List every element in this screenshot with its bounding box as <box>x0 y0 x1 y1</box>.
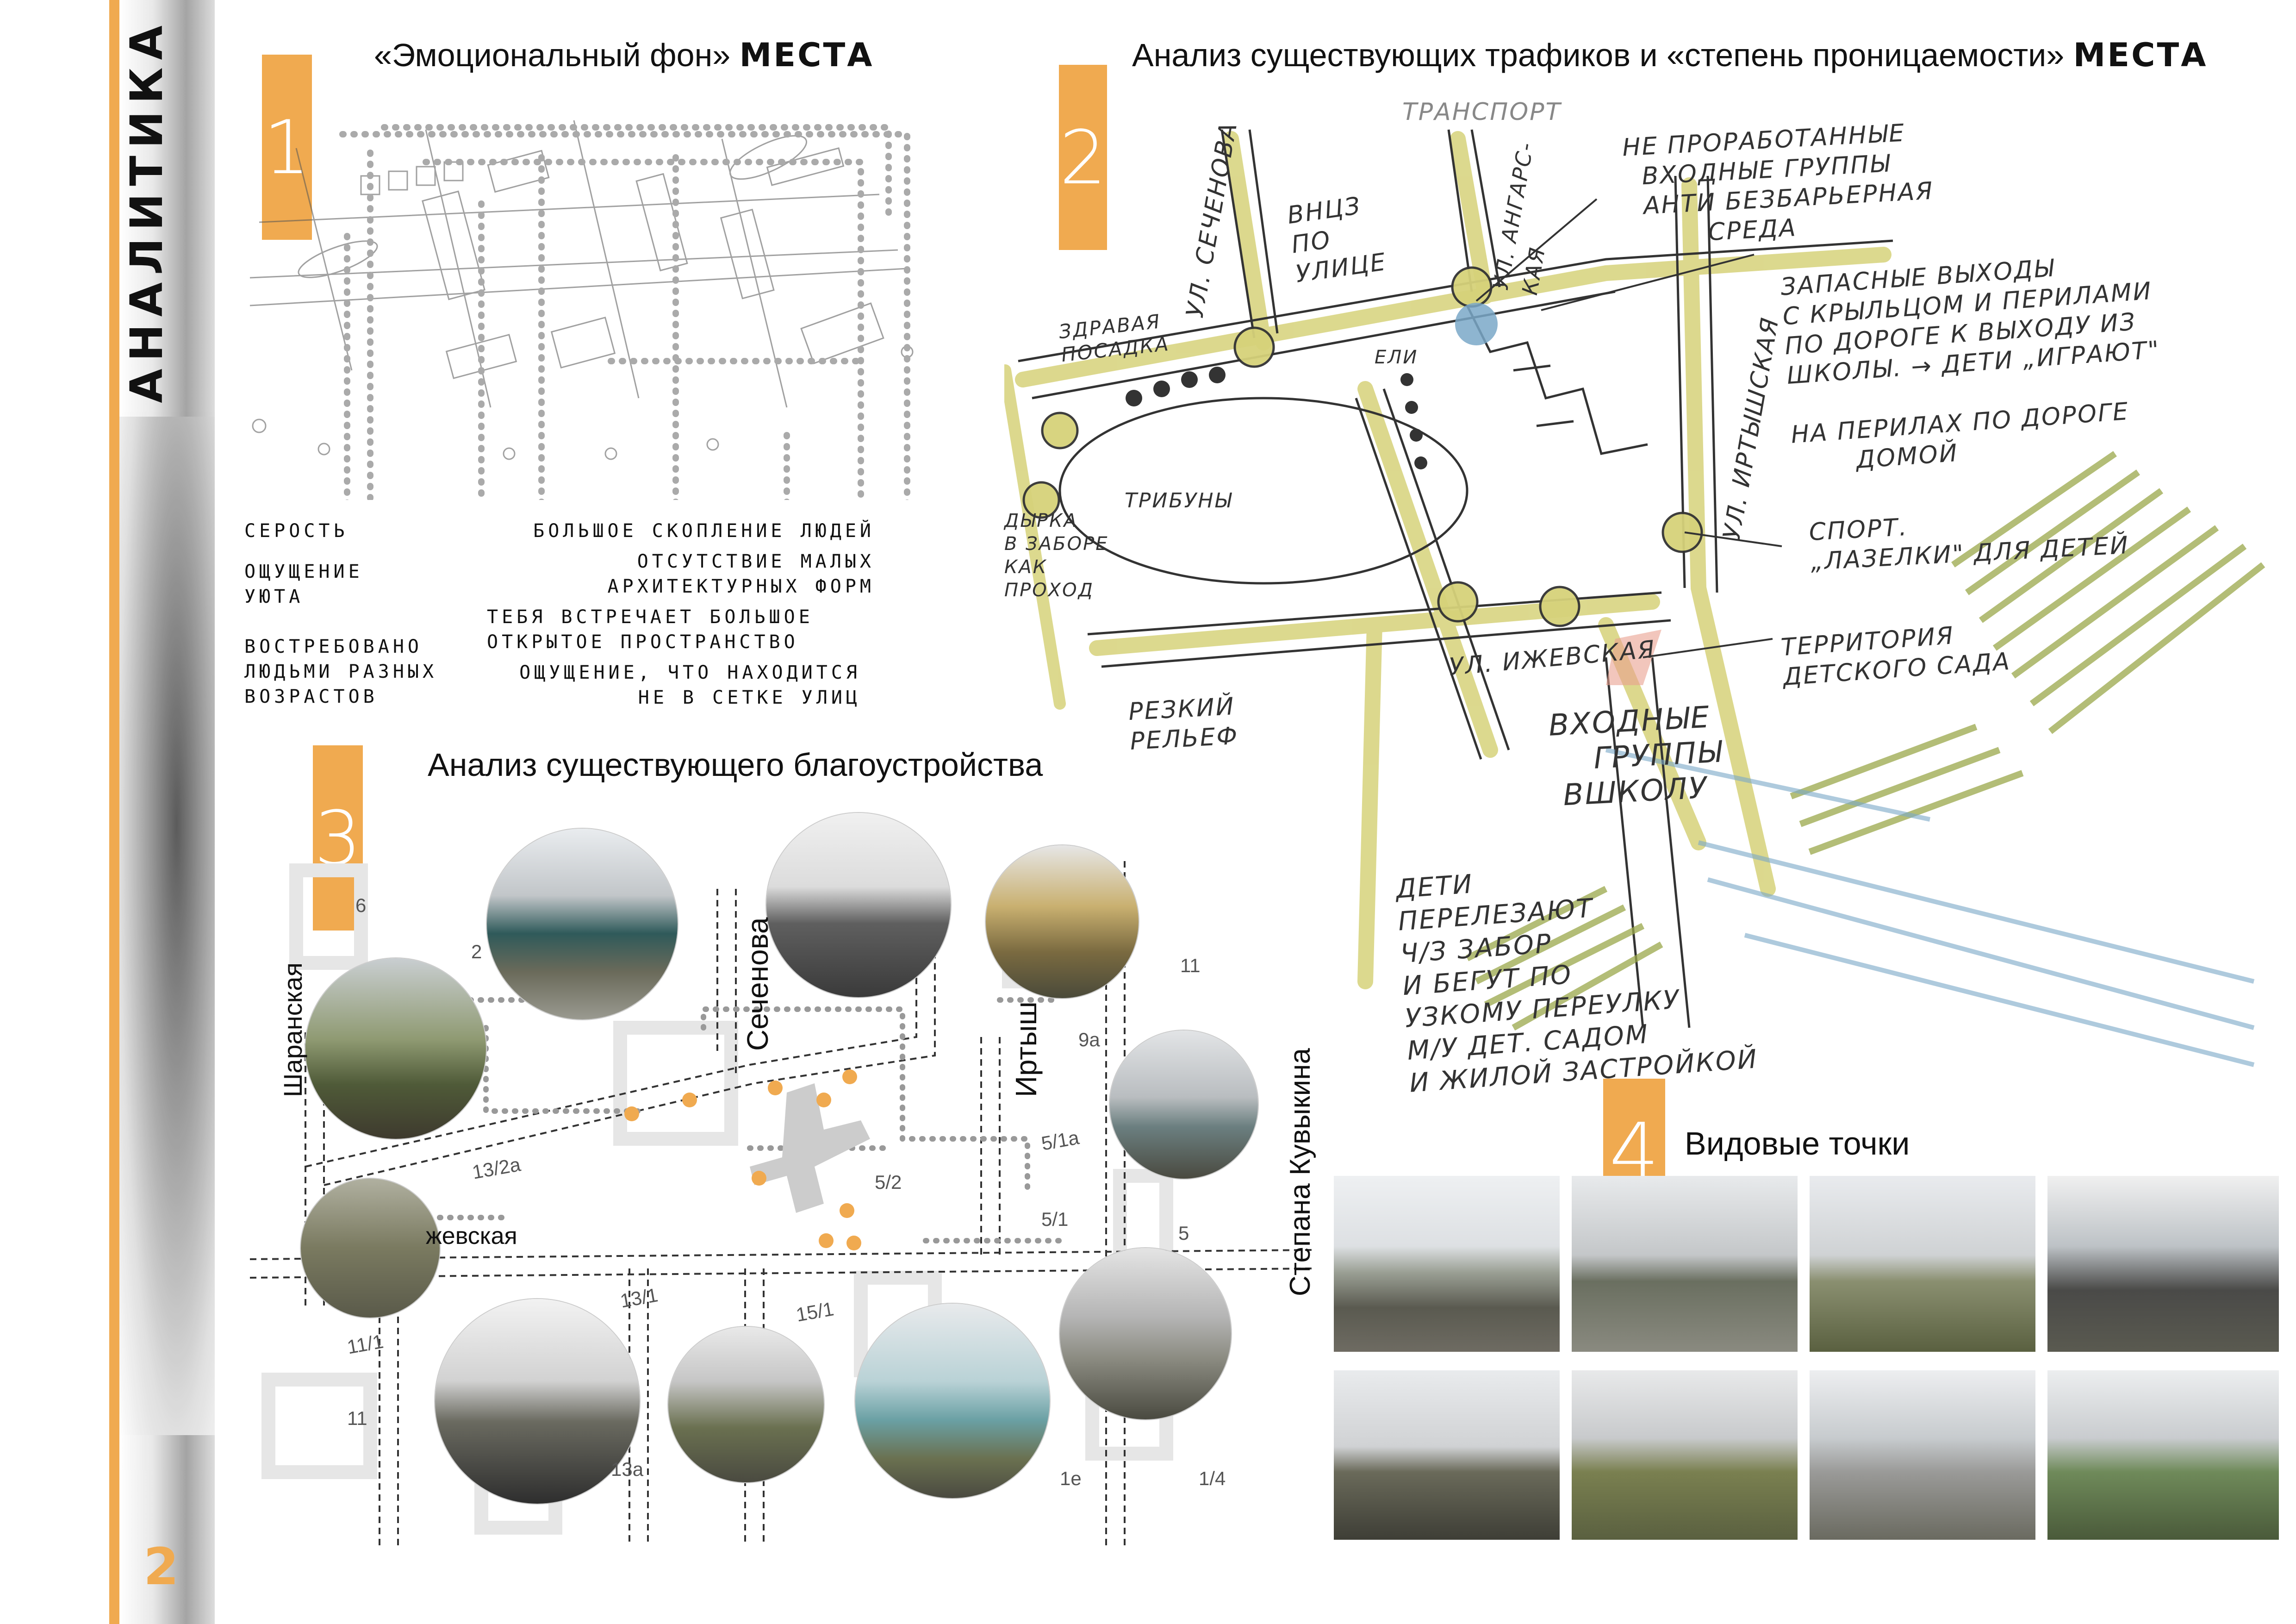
house-number: 9а <box>1078 1029 1100 1050</box>
section4-title: Видовые точки <box>1685 1125 1910 1162</box>
note-ages: ВОСТРЕБОВАНО ЛЮДЬМИ РАЗНЫХ ВОЗРАСТОВ <box>244 636 438 707</box>
photo-circle-shrubs <box>305 958 486 1139</box>
note-not-grid: ОЩУЩЕНИЕ, ЧТО НАХОДИТСЯ НЕ В СЕТКЕ УЛИЦ <box>519 662 861 708</box>
view-photo-1 <box>1334 1176 1560 1352</box>
view-photo-5 <box>1334 1370 1560 1540</box>
section1-title: «Эмоциональный фон» МЕСТА <box>374 36 874 74</box>
section2-number: 2 <box>1059 65 1107 250</box>
photo-circle-sport-bars <box>855 1304 1050 1498</box>
section2-traffic-sketch: ТРАНСПОРТ НЕ ПРОРАБОТАННЫЕ ВХОДНЫЕ ГРУПП… <box>999 98 2277 1099</box>
photo-circle-school-entrance <box>766 813 951 997</box>
page-number: 2 <box>143 1537 179 1596</box>
house-number: 2 <box>471 941 482 962</box>
note-inside-street: ВНЦЗ ПО УЛИЦЕ <box>1285 192 1389 288</box>
section2-title: Анализ существующих трафиков и «степень … <box>1132 36 2208 74</box>
photo-circle-concrete <box>435 1299 640 1504</box>
note-emergency-exits: ЗАПАСНЫЕ ВЫХОДЫ С КРЫЛЬЦОМ И ПЕРИЛАМИ ПО… <box>1780 254 2161 479</box>
street-label-irtysh: Иртыш <box>1009 1001 1043 1097</box>
photo-circle-garages <box>986 845 1139 998</box>
photo-circle-playground <box>1110 1031 1258 1179</box>
view-photo-4 <box>2047 1176 2279 1352</box>
photo-circle-fir-tree <box>487 829 678 1019</box>
view-photo-6 <box>1572 1370 1798 1540</box>
photo-circle-trench <box>668 1327 824 1482</box>
section1-sketch <box>231 83 935 679</box>
sidebar-title: АНАЛИТИКА <box>121 18 173 403</box>
house-number: 1/4 <box>1199 1468 1226 1489</box>
view-photo-3 <box>1810 1176 2035 1352</box>
note-gray: СЕРОСТЬ <box>244 520 348 542</box>
note-open-space: ТЕБЯ ВСТРЕЧАЕТ БОЛЬШОЕ ОТКРЫТОЕ ПРОСТРАН… <box>487 606 814 653</box>
view-photo-7 <box>1810 1370 2035 1540</box>
sidebar-accent-bar <box>109 0 119 1624</box>
house-number: 6 <box>355 894 367 916</box>
note-coziness: ОЩУЩЕНИЕ УЮТА <box>244 561 363 607</box>
street-label-kuvykina: Степана Кувыкина <box>1284 1048 1316 1296</box>
note-entry-groups-unworked: НЕ ПРОРАБОТАННЫЕ ВХОДНЫЕ ГРУППЫ АНТИ БЕЗ… <box>1621 119 1935 251</box>
street-label-sechenova: Сеченова <box>741 917 774 1051</box>
view-photo-8 <box>2047 1370 2279 1540</box>
note-fence-hole: ДЫРКА В ЗАБОРЕ КАК ПРОХОД <box>1004 510 1109 601</box>
note-children-climb-fence: ДЕТИ ПЕРЕЛЕЗАЮТ Ч/З ЗАБОР И БЕГУТ ПО УЗК… <box>1394 869 1759 1099</box>
house-number: 11 <box>1180 955 1201 976</box>
note-school-entry-groups: ВХОДНЫЕ ГРУППЫ ВШКОЛУ <box>1548 700 1724 813</box>
house-number: 1е <box>1060 1468 1082 1489</box>
note-steep-relief: РЕЗКИЙ РЕЛЬЕФ <box>1127 693 1239 756</box>
street-label-sharanskaya: Шаранская <box>278 962 307 1097</box>
photo-circle-garage-white <box>1060 1248 1231 1419</box>
house-number: 11 <box>347 1407 367 1429</box>
street-label-izhevskaya: жевская <box>426 1223 517 1249</box>
label-tribunes: ТРИБУНЫ <box>1125 489 1233 512</box>
house-number: 13а <box>611 1458 644 1480</box>
sidebar-smoke-image <box>119 0 215 1624</box>
house-number: 5/2 <box>875 1171 902 1193</box>
view-photo-2 <box>1572 1176 1798 1352</box>
label-spruces: ЕЛИ <box>1375 347 1419 368</box>
section3-title: Анализ существующего благоустройства <box>428 747 1043 783</box>
note-no-small-forms: ОТСУТСТВИЕ МАЛЫХ АРХИТЕКТУРНЫХ ФОРМ <box>607 551 875 597</box>
house-number: 5/1 <box>1041 1208 1069 1230</box>
house-number: 5 <box>1178 1222 1189 1244</box>
photo-circle-dog <box>301 1179 440 1318</box>
note-crowd: БОЛЬШОЕ СКОПЛЕНИЕ ЛЮДЕЙ <box>533 520 875 542</box>
